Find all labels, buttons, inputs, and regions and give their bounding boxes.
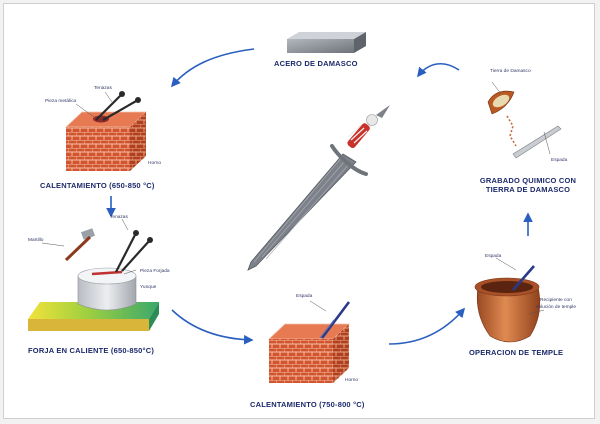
label-damascus-earth: Tierra de Damasco [490,69,531,74]
arrow-steel-to-heating1 [170,48,255,88]
label-etching-2: TIERRA DE DAMASCO [485,185,571,194]
process-diagram [28,32,562,383]
damascus-sword [247,105,390,271]
label-metal-piece: Pieza metálica [45,99,77,104]
arrow-heating2-to-tempering [388,307,466,345]
label-vessel-1: Recipiente con [540,298,572,303]
arrow-forging-to-heating2 [171,309,254,345]
label-heating-1: CALENTAMIENTO (650-850 °C) [40,181,155,190]
steel-bar [287,32,366,53]
label-hammer: Martillo [28,238,44,243]
label-damascus-steel: ACERO DE DAMASCO [274,59,358,68]
furnace-2 [267,300,351,383]
arrow-etching-to-steel [417,63,460,78]
forging-scene [28,218,159,331]
label-sword-etching: Espada [551,158,568,163]
label-anvil: Yunque [140,285,157,290]
diagram-frame: ACERO DE DAMASCO Tenazas Pieza metálica … [3,3,595,419]
label-forged-piece: Pieza Forjada [140,269,170,274]
label-tempering: OPERACION DE TEMPLE [469,348,564,357]
tempering-vessel [474,257,545,343]
label-forging: FORJA EN CALIENTE (650-850°C) [28,346,155,355]
label-etching-1: GRABADO QUIMICO CON [479,176,577,185]
label-furnace-2: Horno [345,378,359,383]
label-tongs-2: Tenazas [110,215,128,220]
furnace-1 [64,91,148,171]
etching-scene [487,81,562,159]
label-furnace-1: Horno [148,161,162,166]
label-sword-vessel: Espada [485,254,502,259]
label-tongs-1: Tenazas [94,86,112,91]
label-heating-2: CALENTAMIENTO (750-800 °C) [250,400,365,409]
label-sword-furnace: Espada [296,294,313,299]
label-vessel-2: solución de temple [536,305,576,310]
